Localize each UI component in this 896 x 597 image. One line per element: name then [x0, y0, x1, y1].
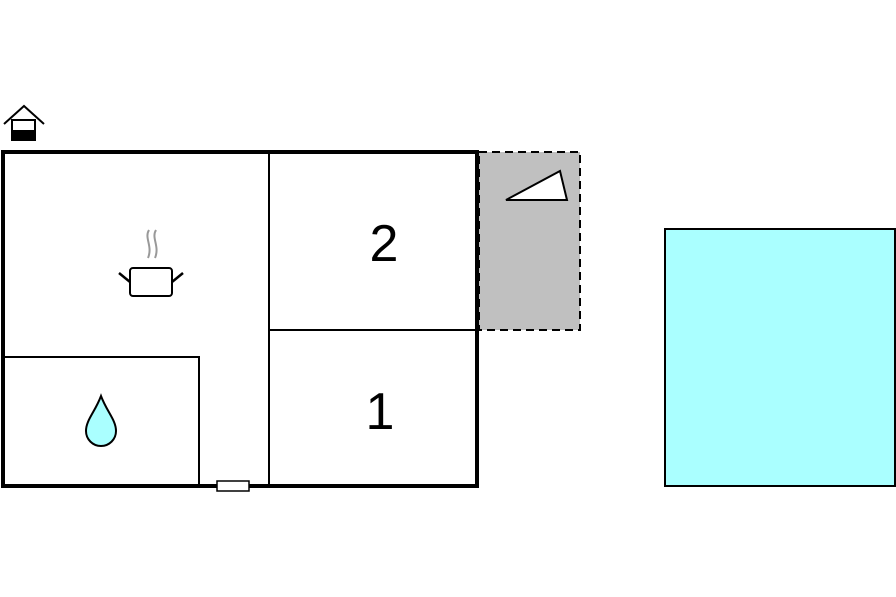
house-floor-level-icon — [3, 104, 45, 141]
cooking-pot-icon — [118, 229, 184, 297]
terrace-triangle-icon — [505, 169, 569, 201]
door-icon — [216, 480, 250, 492]
room-number-2: 2 — [370, 215, 399, 273]
pool — [664, 228, 896, 487]
interior-walls — [3, 152, 477, 487]
outer-walls — [1, 150, 479, 488]
room-number-1: 1 — [366, 383, 395, 441]
terrace — [478, 151, 581, 331]
water-drop-icon — [84, 393, 118, 447]
